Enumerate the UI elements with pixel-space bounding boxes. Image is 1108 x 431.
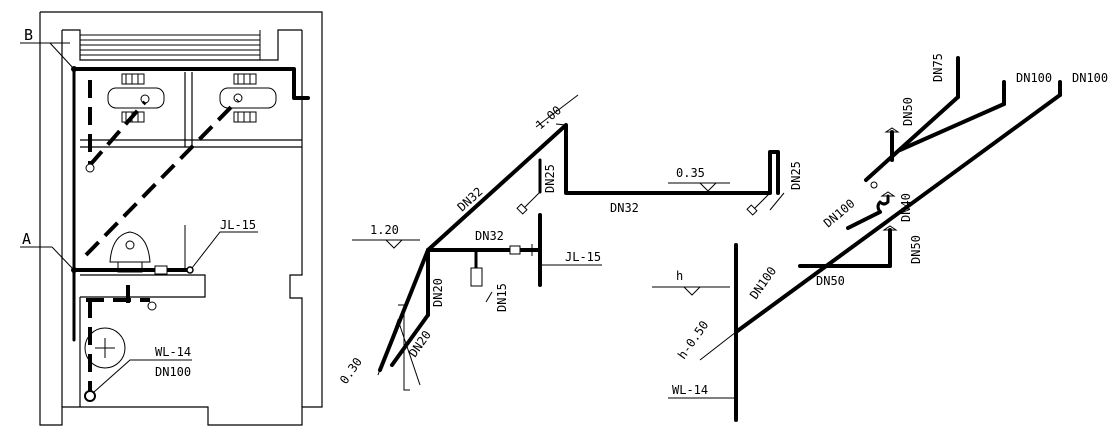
floor-drain-basin bbox=[84, 327, 126, 369]
elev-right-label: 0.35 bbox=[676, 166, 705, 180]
vent-slats bbox=[80, 30, 261, 60]
elev-top-mark: 1.00 bbox=[533, 94, 579, 132]
level-h-label: h bbox=[676, 269, 683, 283]
drain-wl14-label: WL-14 bbox=[672, 383, 708, 397]
drain-trap bbox=[876, 194, 890, 214]
urinal bbox=[109, 225, 186, 273]
label-dn20-left: DN20 bbox=[431, 278, 445, 307]
elev-top-label: 1.00 bbox=[533, 103, 564, 132]
label-dn100-a: DN100 bbox=[1016, 71, 1052, 85]
plan-jl15-label: JL-15 bbox=[220, 218, 256, 232]
label-dn15: DN15 bbox=[495, 283, 509, 312]
water-valve bbox=[509, 245, 521, 255]
drain-branch-dn75 bbox=[864, 95, 960, 182]
faucet-1 bbox=[516, 203, 528, 215]
plan-top-inner bbox=[62, 29, 302, 61]
water-jl15-label: JL-15 bbox=[565, 250, 601, 264]
plan-dn100-label: DN100 bbox=[155, 365, 191, 379]
drain-branch-dn40 bbox=[846, 210, 882, 230]
wl14-riser-marker bbox=[84, 390, 96, 402]
floor-plan: B A JL-15 WL-14 DN100 bbox=[20, 11, 323, 426]
axis-a-label: A bbox=[22, 230, 31, 248]
supply-pipe-top bbox=[72, 67, 310, 100]
wl14-leader bbox=[93, 359, 192, 393]
cleanout-2 bbox=[147, 301, 157, 311]
elev-left-mark: 1.20 bbox=[352, 223, 420, 249]
cleanout-1 bbox=[85, 163, 95, 173]
drain-diag-1 bbox=[88, 100, 147, 167]
water-supply-isometric: 1.00 1.20 0.35 0.30 DN32 DN32 DN32 DN25 … bbox=[337, 94, 803, 391]
label-dn25-top: DN25 bbox=[543, 164, 557, 193]
drain-branch-dn100 bbox=[898, 102, 1006, 152]
drain-diag-2 bbox=[84, 98, 240, 257]
plan-inner-wall-right bbox=[289, 30, 303, 407]
water-main-route bbox=[378, 123, 780, 372]
plan-outer-wall bbox=[39, 11, 323, 426]
drain-main-diag bbox=[734, 93, 1062, 334]
elev-bottom-mark: 0.30 bbox=[337, 304, 421, 391]
label-dn50-a: DN50 bbox=[901, 97, 915, 126]
label-horiz-dn32: DN32 bbox=[610, 201, 639, 215]
elev-bottom-label: 0.30 bbox=[337, 355, 365, 387]
level-h-mark: h bbox=[652, 269, 730, 296]
label-dn25-right: DN25 bbox=[789, 161, 803, 190]
axis-b-label: B bbox=[24, 26, 33, 44]
drainage-isometric: h h-0.50 DN75 DN100 DN100 DN50 DN100 DN4… bbox=[652, 53, 1108, 422]
counter bbox=[80, 274, 206, 298]
label-dn100-b: DN100 bbox=[1072, 71, 1108, 85]
level-h2-mark: h-0.50 bbox=[675, 318, 737, 362]
squat-toilet-2 bbox=[219, 73, 277, 123]
label-dn75: DN75 bbox=[931, 53, 945, 82]
water-fixture-box bbox=[470, 267, 483, 287]
label-dn100-lower: DN100 bbox=[747, 264, 779, 302]
label-dn50-horiz: DN50 bbox=[816, 274, 845, 288]
squat-toilet-1 bbox=[107, 73, 165, 123]
riser-jl15-marker bbox=[186, 266, 194, 274]
valve bbox=[154, 265, 168, 275]
label-dn50-b: DN50 bbox=[909, 235, 923, 264]
label-mid-dn32: DN32 bbox=[475, 229, 504, 243]
plan-wl14-label: WL-14 bbox=[155, 345, 191, 359]
label-dn40: DN40 bbox=[899, 193, 913, 222]
water-bottom-diag bbox=[390, 313, 430, 367]
label-dn20-bottom: DN20 bbox=[406, 328, 434, 360]
elev-left-label: 1.20 bbox=[370, 223, 399, 237]
elev-right-mark: 0.35 bbox=[668, 166, 730, 192]
jl15-leader bbox=[191, 231, 258, 269]
faucet-2 bbox=[746, 204, 758, 216]
